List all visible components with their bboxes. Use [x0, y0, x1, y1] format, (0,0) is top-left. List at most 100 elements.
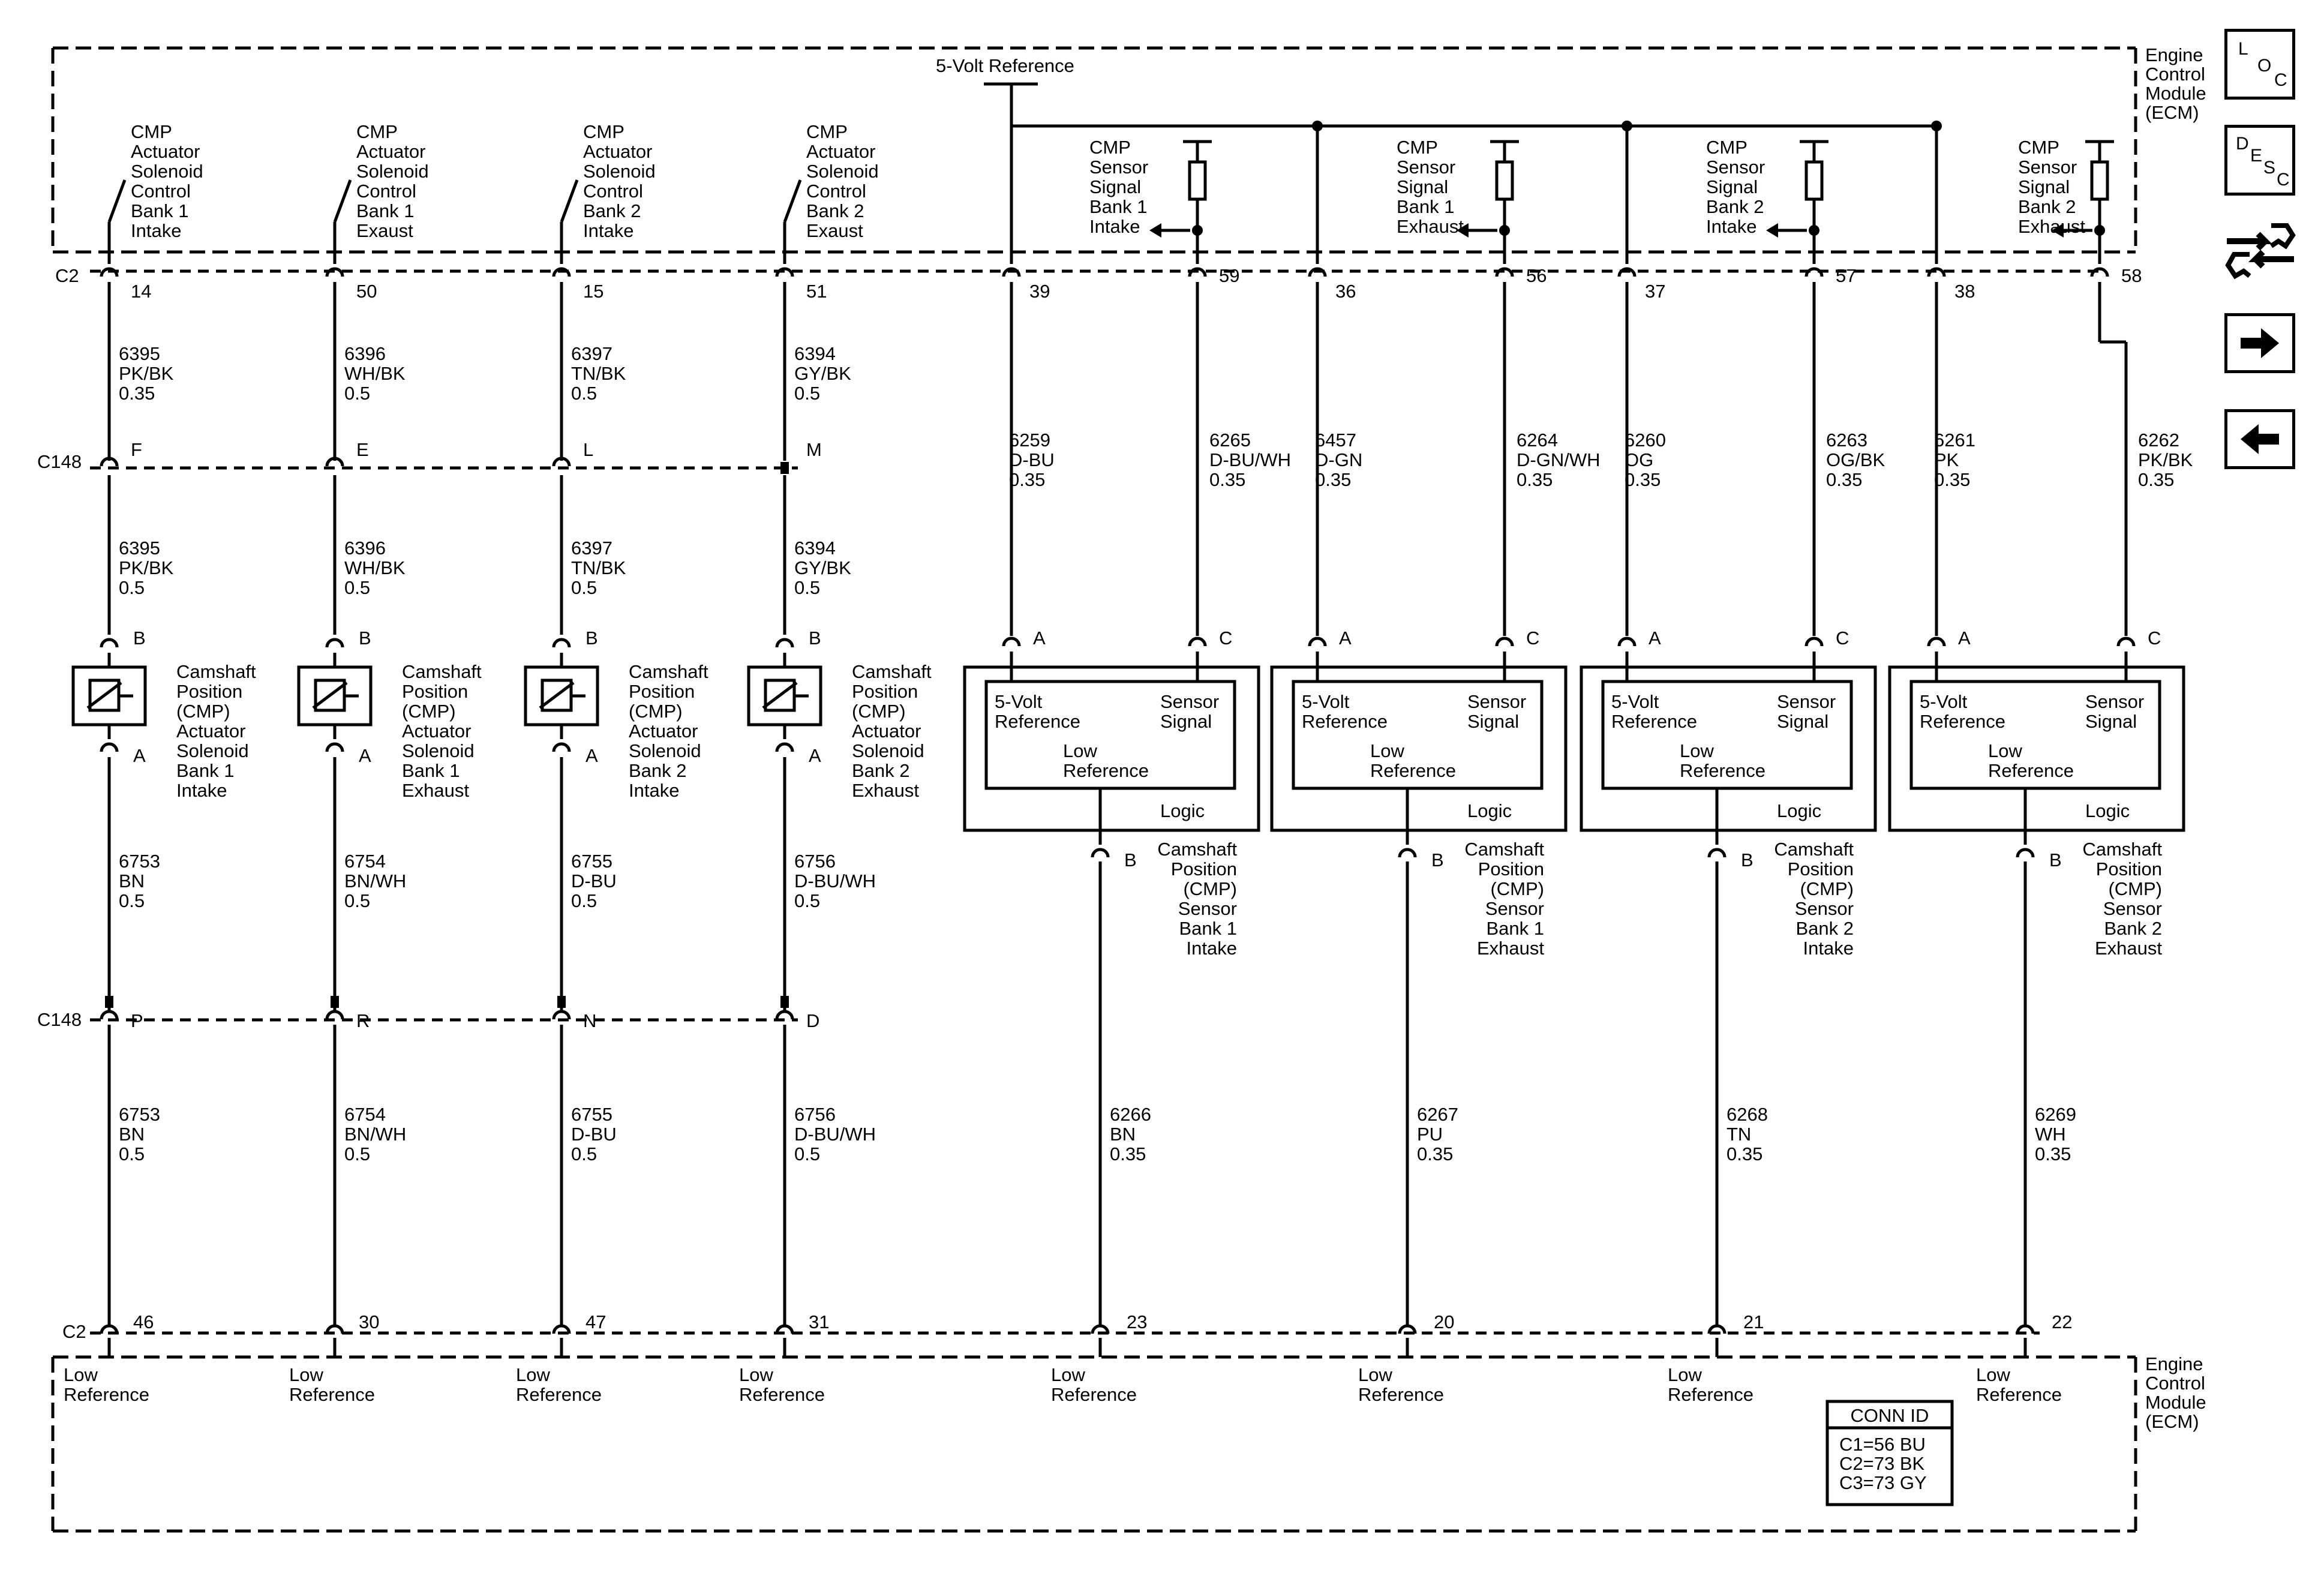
wire-label-line: OG	[1625, 449, 1653, 470]
wire-label-line: 0.35	[2035, 1143, 2071, 1164]
sensor-device-label-line: Sensor	[1178, 898, 1237, 919]
sensor-box-signal-line: Sensor	[1777, 691, 1836, 712]
sensor-box-lowref-line: Low	[1680, 740, 1714, 761]
sensor-box-lowref-line: Low	[1988, 740, 2022, 761]
sensor-box-5v-line: 5-Volt	[995, 691, 1043, 712]
previous-button[interactable]	[2224, 409, 2295, 469]
solenoid-pin-a: A	[809, 745, 821, 766]
ecm-label-bottom-line: Engine	[2145, 1353, 2203, 1374]
c2-pin: 15	[583, 281, 603, 302]
connector-socket	[552, 1324, 571, 1334]
wire-label-line: BN	[1110, 1124, 1136, 1145]
schematic-labels: EngineControlModule(ECM)EngineControlMod…	[37, 44, 2206, 1493]
connector-end-view-icon[interactable]	[2223, 217, 2298, 283]
conn-id-row: C1=56 BU	[1839, 1434, 1926, 1455]
connector-socket	[1188, 637, 1207, 647]
description-button[interactable]: D E S C	[2224, 125, 2295, 196]
wire-label-line: 6754	[344, 1104, 386, 1125]
solenoid-device-label-line: Solenoid	[402, 740, 475, 761]
connector-socket	[1495, 637, 1514, 647]
wire-label-line: 6268	[1727, 1104, 1768, 1125]
sensor-box-lowref-line: Low	[1370, 740, 1404, 761]
low-reference-label-line: Reference	[289, 1384, 375, 1405]
wire-label-line: WH/BK	[344, 363, 406, 384]
c2-pin: 36	[1335, 281, 1356, 302]
connector-socket	[1707, 1324, 1727, 1334]
sensor-ecm-label-line: CMP	[1397, 137, 1438, 158]
wire-label-line: 6756	[794, 851, 836, 872]
c148-pin: D	[806, 1010, 819, 1031]
wire-label-line: D-BU	[1009, 449, 1055, 470]
actuator-ecm-label-line: Actuator	[806, 141, 875, 162]
sensor-ecm-label-line: Sensor	[1397, 157, 1455, 178]
connector-socket	[1927, 267, 1946, 277]
sensor-ecm-label-line: Signal	[1706, 176, 1758, 197]
wire-label-line: 6266	[1110, 1104, 1151, 1125]
splice-dot	[1192, 225, 1203, 236]
sensor-box-logic: Logic	[2085, 800, 2130, 821]
wire-label-line: 6263	[1826, 430, 1867, 451]
c148-pin: N	[583, 1010, 596, 1031]
actuator-ecm-label-line: Actuator	[131, 141, 200, 162]
sensor-device-label-line: Bank 2	[2104, 918, 2162, 939]
actuator-driver-switch	[783, 179, 802, 223]
sensor-pin-c: C	[1219, 628, 1232, 649]
solenoid-pin-a: A	[585, 745, 598, 766]
c148-pin: F	[131, 439, 142, 460]
wire-label-line: 0.35	[1315, 469, 1351, 490]
low-reference-label-line: Low	[1668, 1364, 1702, 1385]
ecm-label-bottom-line: Module	[2145, 1392, 2206, 1413]
wire-label-line: 6397	[571, 538, 612, 559]
sensor-ecm-label-line: Exhaust	[1397, 216, 1464, 237]
sensor-pin-c: C	[1526, 628, 1539, 649]
sensor-ecm-label-line: Signal	[2018, 176, 2070, 197]
wire-label-line: 0.35	[1934, 469, 1970, 490]
sensor-box-signal-line: Signal	[1467, 711, 1519, 732]
sensor-pin-b: B	[2049, 849, 2062, 870]
c2-pin: 38	[1954, 281, 1975, 302]
actuator-driver-switch	[560, 179, 579, 223]
sensor-outer-box	[1580, 665, 1877, 832]
c148-pin: M	[806, 439, 822, 460]
sensor-box-5v-line: 5-Volt	[1611, 691, 1659, 712]
actuator-ecm-label-line: Bank 2	[806, 200, 864, 221]
c148-top-label: C148	[37, 451, 82, 472]
solenoid-device-label-line: Actuator	[852, 721, 921, 742]
wire-label-line: 0.5	[119, 890, 145, 911]
conn-id-row: C2=73 BK	[1839, 1453, 1925, 1474]
sensor-pin-b: B	[1431, 849, 1444, 870]
c2-pin: 51	[806, 281, 827, 302]
wire-label-line: 0.35	[1517, 469, 1553, 490]
sensor-ecm-label-line: Sensor	[1706, 157, 1765, 178]
sensor-device-label-line: (CMP)	[2108, 878, 2162, 899]
connector-socket	[552, 1010, 571, 1020]
wire-label-line: BN	[119, 1124, 145, 1145]
solenoid-pin-a: A	[359, 745, 371, 766]
connector-socket	[1495, 267, 1514, 277]
next-button[interactable]	[2224, 313, 2295, 373]
actuator-ecm-label-line: Control	[806, 181, 866, 202]
loc-letter-c: C	[2274, 70, 2287, 90]
wire-label-line: 6261	[1934, 430, 1975, 451]
sensor-device-label-line: Position	[1788, 858, 1854, 879]
ecm-label-top-line: Module	[2145, 83, 2206, 104]
connector-socket	[2016, 848, 2035, 858]
wire-label-line: 0.35	[2138, 469, 2174, 490]
wire-label-line: 0.5	[794, 577, 820, 598]
sensor-box-signal-line: Sensor	[1467, 691, 1526, 712]
location-button[interactable]: L O C	[2224, 29, 2295, 100]
sensor-inner-box	[1601, 680, 1853, 790]
actuator-ecm-label-line: Control	[356, 181, 416, 202]
splice-dot	[1809, 225, 1819, 236]
wire-label-line: 6755	[571, 1104, 612, 1125]
low-reference-label-line: Reference	[1668, 1384, 1753, 1405]
sensor-ecm-label-line: Bank 1	[1089, 196, 1148, 217]
wire-label-line: 0.5	[119, 577, 145, 598]
solenoid-device-label-line: Bank 1	[402, 760, 460, 781]
sensor-pin-a: A	[1033, 628, 1046, 649]
solenoid-device-label-line: Camshaft	[629, 661, 708, 682]
sensor-box-signal-line: Sensor	[2085, 691, 2144, 712]
sensor-device-label-line: Bank 1	[1179, 918, 1237, 939]
sensor-inner-box	[984, 680, 1236, 790]
solenoid-core	[86, 682, 122, 709]
